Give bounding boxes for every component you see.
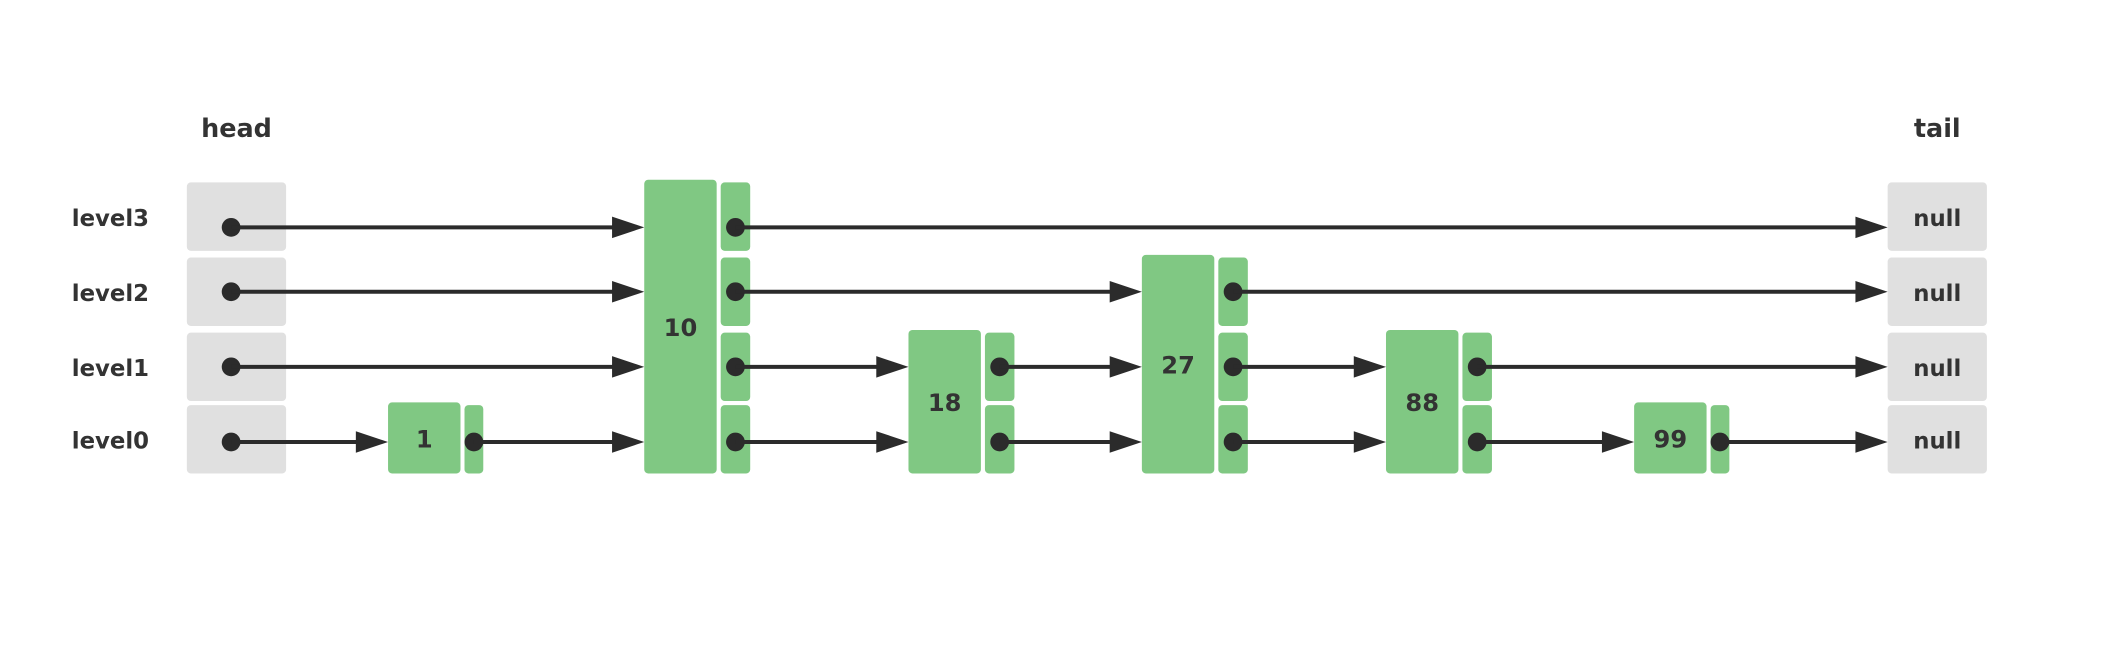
level-label-0: level0 [72, 429, 149, 455]
level-label-1: level1 [72, 356, 149, 382]
arrowhead-icon [1109, 431, 1142, 453]
arrowhead-icon [1109, 356, 1142, 378]
arrow-99-to-tail-level0 [1710, 431, 1888, 453]
node-10-pointer-level3 [720, 182, 751, 251]
tail-null-label: null [1913, 206, 1961, 232]
arrow-head-to-1-level0 [221, 431, 389, 453]
arrowhead-icon [1353, 356, 1386, 378]
arrow-18-to-27-level0 [990, 431, 1142, 453]
node-value: 88 [1405, 389, 1439, 417]
arrow-10-to-tail-level3 [726, 216, 1888, 239]
arrow-head-to-10-level3 [221, 216, 645, 239]
arrow-27-to-tail-level2 [1223, 281, 1888, 303]
arrowhead-icon [355, 431, 389, 453]
node-value: 27 [1161, 352, 1195, 380]
tail-null-label: null [1913, 429, 1961, 455]
arrowhead-icon [1353, 431, 1386, 453]
tail-null-label: null [1913, 281, 1961, 307]
head-pointer-box-level3 [186, 182, 287, 251]
arrowhead-icon [612, 356, 645, 378]
node-88 [1385, 329, 1459, 474]
arrow-27-to-88-level1 [1223, 356, 1386, 378]
arrowhead-icon [1109, 281, 1142, 303]
arrow-27-to-88-level0 [1223, 431, 1386, 453]
arrowhead-icon [1855, 281, 1888, 303]
arrow-1-to-10-level0 [464, 431, 645, 453]
arrow-10-to-18-level0 [726, 431, 909, 453]
node-27 [1141, 254, 1215, 474]
node-99 [1634, 402, 1707, 474]
tail-null-box-level0 [1887, 405, 1987, 474]
node-10 [644, 179, 717, 474]
arrowhead-icon [612, 281, 645, 303]
arrow-10-to-18-level1 [726, 356, 909, 378]
arrowhead-icon [1855, 216, 1888, 239]
node-value: 1 [416, 425, 433, 453]
level-label-3: level3 [72, 206, 149, 232]
level-label-2: level2 [72, 281, 149, 307]
arrowhead-icon [1855, 356, 1888, 378]
tail-null-box-level2 [1887, 257, 1987, 326]
arrow-88-to-tail-level1 [1467, 356, 1888, 378]
arrow-head-to-10-level2 [221, 281, 645, 303]
tail-null-box-level3 [1887, 182, 1987, 251]
node-18 [908, 329, 981, 474]
node-1 [388, 402, 461, 474]
pointer-dot [1467, 357, 1487, 377]
tail-label: tail [1914, 114, 1961, 144]
tail-null-label: null [1913, 356, 1961, 382]
arrow-88-to-99-level0 [1467, 431, 1635, 453]
arrowhead-icon [612, 216, 645, 239]
node-value: 99 [1654, 425, 1688, 453]
arrowhead-icon [876, 356, 909, 378]
arrowhead-icon [1601, 431, 1635, 453]
head-label: head [201, 114, 272, 144]
node-value: 18 [928, 389, 962, 417]
arrow-18-to-27-level1 [990, 356, 1142, 378]
node-value: 10 [664, 314, 698, 342]
tail-null-box-level1 [1887, 332, 1987, 402]
arrow-10-to-27-level2 [726, 281, 1142, 303]
arrowhead-icon [876, 431, 909, 453]
arrowhead-icon [612, 431, 645, 453]
pointer-dot [1467, 432, 1487, 452]
arrowhead-icon [1855, 431, 1888, 453]
arrow-head-to-10-level1 [221, 356, 645, 378]
